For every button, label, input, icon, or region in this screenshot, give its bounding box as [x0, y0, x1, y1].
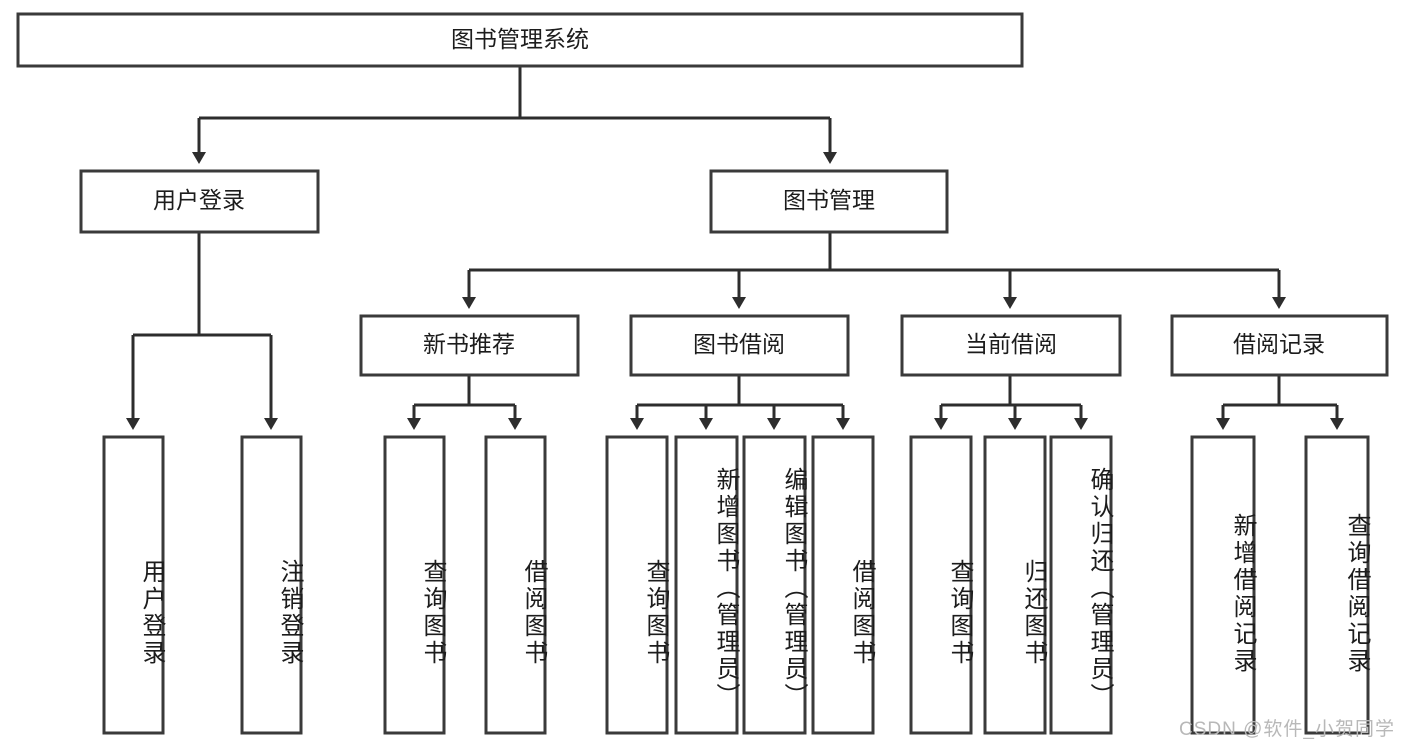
- node-current-borrow-label: 当前借阅: [965, 331, 1057, 357]
- csdn-watermark: CSDN @软件_小贺同学: [1179, 719, 1395, 740]
- node-book-borrow-label: 图书借阅: [693, 331, 785, 357]
- leaf-box-logout[interactable]: [240, 435, 303, 735]
- node-borrow-record-box[interactable]: [1170, 314, 1389, 377]
- node-root-box[interactable]: [16, 12, 1024, 68]
- connector-group-current-borrow-to-leaves: [934, 375, 1088, 430]
- node-book-manage-box[interactable]: [709, 169, 949, 234]
- connector-group-book-borrow-to-leaves: [630, 375, 850, 430]
- node-book-borrow[interactable]: 图书借阅: [629, 314, 850, 377]
- leaf-box-query-record[interactable]: [1304, 435, 1370, 735]
- connector-group-user-login-to-leaves: [126, 232, 278, 430]
- node-current-borrow-box[interactable]: [900, 314, 1122, 377]
- leaf-box-add-record[interactable]: [1190, 435, 1256, 735]
- leaf-box-borrow-book-1[interactable]: [484, 435, 547, 735]
- node-book-manage[interactable]: 图书管理: [709, 169, 949, 234]
- node-new-book-rec-box[interactable]: [359, 314, 580, 377]
- leaf-box-user-login[interactable]: [102, 435, 165, 735]
- node-user-login-label: 用户登录: [153, 187, 245, 213]
- leaf-boxes: [102, 435, 1370, 735]
- connector-group-root-to-level2: [192, 66, 837, 164]
- leaf-box-query-book-3[interactable]: [909, 435, 973, 735]
- leaf-box-query-book-2[interactable]: [605, 435, 669, 735]
- node-book-borrow-box[interactable]: [629, 314, 850, 377]
- node-user-login[interactable]: 用户登录: [79, 169, 320, 234]
- node-new-book-rec[interactable]: 新书推荐: [359, 314, 580, 377]
- leaf-box-confirm-return[interactable]: [1049, 435, 1113, 735]
- connector-group-borrow-record-to-leaves: [1216, 375, 1344, 430]
- node-current-borrow[interactable]: 当前借阅: [900, 314, 1122, 377]
- node-book-manage-label: 图书管理: [783, 187, 875, 213]
- node-root[interactable]: 图书管理系统: [16, 12, 1024, 68]
- node-root-label: 图书管理系统: [451, 26, 589, 52]
- leaf-box-add-book[interactable]: [674, 435, 739, 735]
- connector-group-new-book-rec-to-leaves: [407, 375, 522, 430]
- leaf-box-borrow-book-2[interactable]: [811, 435, 875, 735]
- node-new-book-rec-label: 新书推荐: [423, 331, 515, 357]
- connector-group-book-manage-to-level3: [462, 232, 1286, 309]
- node-borrow-record[interactable]: 借阅记录: [1170, 314, 1389, 377]
- node-user-login-box[interactable]: [79, 169, 320, 234]
- node-borrow-record-label: 借阅记录: [1233, 331, 1325, 357]
- leaf-box-query-book-1[interactable]: [383, 435, 446, 735]
- leaf-box-edit-book[interactable]: [742, 435, 807, 735]
- leaf-box-return-book[interactable]: [983, 435, 1047, 735]
